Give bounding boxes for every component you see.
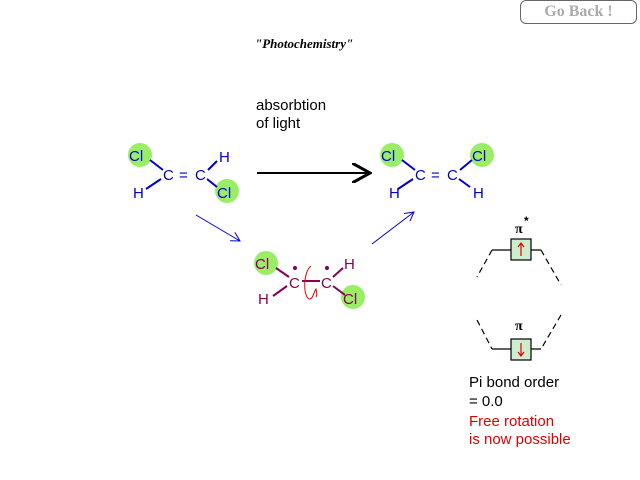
atom-h: H (133, 185, 144, 202)
double-bond: = (431, 167, 440, 184)
cis-molecule-left: Cl C = C H H Cl (128, 143, 239, 203)
atom-h: H (219, 149, 230, 166)
atom-cl: Cl (381, 148, 395, 165)
bond-order-label: Pi bond order (469, 374, 560, 391)
spin-down-arrow-icon (517, 343, 525, 357)
atom-c: C (195, 167, 206, 184)
atom-h: H (344, 256, 355, 273)
rotation-arrow-icon (304, 265, 318, 300)
rotation-note-line2: is now possible (469, 431, 571, 448)
cl-highlight (380, 143, 404, 167)
mo-diagram: π * π (476, 214, 562, 361)
diradical-intermediate: Cl C C H H Cl (254, 251, 365, 309)
reaction-label-line2: of light (256, 115, 301, 132)
rotation-note-line1: Free rotation (469, 413, 555, 430)
atom-h: H (258, 291, 269, 308)
radical-dot (325, 266, 329, 270)
cl-highlight (470, 143, 494, 167)
pi-star-label: π (515, 222, 523, 237)
double-bond: = (179, 167, 188, 184)
atom-cl: Cl (217, 185, 231, 202)
radical-dot (293, 266, 297, 270)
atom-c: C (415, 167, 426, 184)
bond-order-value: = 0.0 (469, 393, 503, 410)
atom-cl: Cl (129, 148, 143, 165)
excitation-arrow (195, 214, 240, 241)
atom-c: C (321, 275, 332, 292)
atom-cl: Cl (472, 148, 486, 165)
atom-h: H (473, 185, 484, 202)
page-title: "Photochemistry" (255, 36, 354, 51)
atom-cl: Cl (343, 291, 357, 308)
cl-highlight (254, 251, 278, 275)
atom-cl: Cl (255, 256, 269, 273)
spin-up-arrow-icon (517, 242, 525, 256)
atom-c: C (447, 167, 458, 184)
atom-h: H (389, 185, 400, 202)
star-superscript: * (524, 214, 529, 228)
atom-c: C (289, 275, 300, 292)
reaction-label-line1: absorbtion (256, 97, 327, 114)
atom-c: C (163, 167, 174, 184)
pi-label: π (515, 319, 523, 334)
cl-highlight (128, 143, 152, 167)
cl-highlight (341, 285, 365, 309)
relaxation-arrow (371, 212, 414, 245)
go-back-button[interactable]: Go Back ! (520, 0, 637, 24)
trans-molecule-right: Cl C = C Cl H H (380, 143, 494, 202)
cl-highlight (215, 179, 239, 203)
